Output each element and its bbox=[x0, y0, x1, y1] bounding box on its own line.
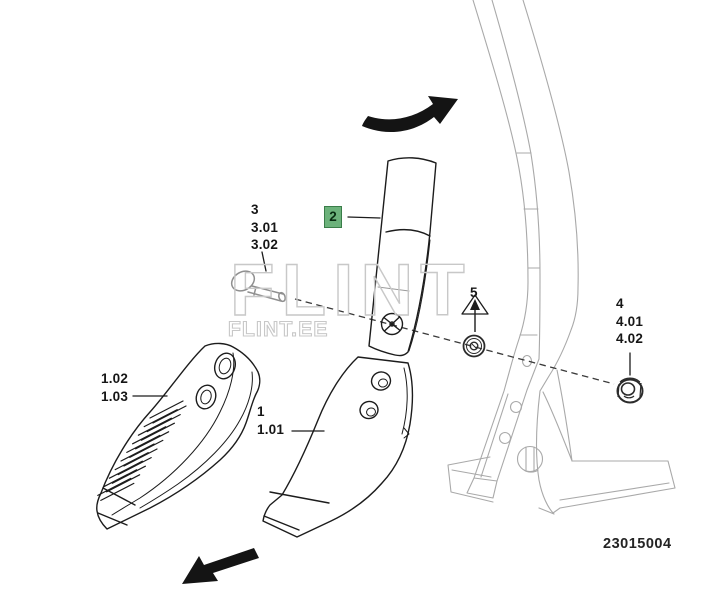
callout-line: 4.01 bbox=[616, 313, 644, 329]
sweep-left-wing bbox=[447, 456, 494, 503]
part2-carriage-bolt-head bbox=[380, 312, 404, 336]
bracket-hole-lower bbox=[498, 431, 512, 445]
machine-shank-context bbox=[447, 0, 676, 515]
part102-tip-facets bbox=[97, 487, 136, 526]
part1-tip-facets bbox=[263, 491, 330, 531]
watermark-secondary: FLINT.EE bbox=[228, 318, 329, 341]
callout-part-5: 5 bbox=[470, 284, 478, 302]
callout-line: 5 bbox=[470, 285, 478, 300]
callout-part-4-group: 4 4.01 4.02 bbox=[616, 295, 643, 348]
callout-line: 1 bbox=[257, 404, 265, 419]
sweep-neck-fold bbox=[542, 369, 573, 462]
drawing-number: 23015004 bbox=[603, 536, 672, 552]
callout-line: 1.02 bbox=[101, 371, 129, 386]
part-3-bolt bbox=[230, 270, 286, 303]
part2-divider bbox=[385, 228, 431, 237]
sweep-right-wing-inner bbox=[559, 482, 670, 501]
washer-ring bbox=[466, 338, 482, 354]
part1-hole-upper-inner bbox=[378, 378, 388, 388]
part-5-washer bbox=[462, 334, 486, 358]
part102-rib-hatching bbox=[97, 400, 187, 501]
shank-front-edge bbox=[472, 0, 529, 479]
leader-part3 bbox=[261, 251, 267, 272]
part2-bolt-center bbox=[389, 321, 395, 327]
nut-inner bbox=[620, 382, 636, 396]
part2-faint-line bbox=[377, 286, 410, 292]
callout-line: 4.02 bbox=[616, 331, 644, 346]
callout-line: 3.02 bbox=[251, 237, 279, 252]
part102-hole-lower-inner bbox=[200, 389, 212, 405]
nut-facets bbox=[617, 377, 642, 399]
callout-line: 3 bbox=[251, 202, 259, 217]
sweep-right-wing bbox=[552, 460, 676, 514]
callout-line: 1.03 bbox=[101, 388, 129, 404]
nut-outer bbox=[616, 378, 644, 404]
callout-line: 4 bbox=[616, 296, 624, 311]
sweep-tongue bbox=[535, 390, 555, 515]
shank-bolt-hole bbox=[521, 354, 533, 368]
direction-arrow-icon bbox=[182, 548, 259, 584]
bracket-hole-upper bbox=[509, 400, 523, 414]
bracket-foot bbox=[466, 477, 498, 499]
bracket-inner-edge bbox=[480, 393, 509, 478]
washer-split bbox=[470, 342, 478, 350]
pointer-arrowhead bbox=[470, 299, 480, 310]
part-1-02-quick-fit-point bbox=[96, 342, 261, 530]
callout-part-1-group: 1 1.01 bbox=[257, 403, 284, 438]
triangle-pointer-icon bbox=[461, 294, 489, 332]
leader-part2 bbox=[347, 216, 381, 219]
part2-right-inner bbox=[408, 239, 431, 352]
assembly-axis-dashed-line bbox=[294, 298, 615, 385]
part2-outline bbox=[368, 157, 437, 357]
shank-back-edge bbox=[522, 0, 579, 392]
callout-line: 3.01 bbox=[251, 219, 279, 235]
sweep-bolt-head bbox=[516, 445, 544, 473]
part102-right-inner bbox=[139, 371, 253, 509]
part102-outline bbox=[96, 342, 261, 530]
part1-outline bbox=[262, 356, 414, 538]
part102-hole-upper bbox=[213, 352, 237, 380]
sweep-bolt-detail bbox=[523, 446, 539, 473]
part-4-nut bbox=[616, 377, 644, 404]
part-1-share bbox=[262, 356, 414, 538]
part1-hole-lower bbox=[359, 400, 379, 420]
shank-segment-ties bbox=[516, 152, 541, 336]
part2-bolt-cross bbox=[383, 316, 401, 332]
part1-hole-lower-inner bbox=[366, 407, 376, 417]
part102-hole-lower bbox=[195, 384, 217, 410]
part1-hole-upper bbox=[370, 371, 392, 391]
part1-right-inner bbox=[401, 367, 408, 435]
part102-hole-upper-inner bbox=[218, 357, 232, 375]
bolt-shaft bbox=[247, 285, 284, 302]
callout-leader-lines bbox=[132, 216, 631, 432]
washer-inner bbox=[469, 341, 479, 351]
bolt-tip bbox=[278, 291, 286, 303]
callout-part-1-02-group: 1.02 1.03 bbox=[101, 370, 128, 405]
watermark-primary: FLINT bbox=[230, 250, 472, 331]
part102-ridge-line bbox=[111, 352, 235, 516]
bolt-head bbox=[230, 270, 256, 292]
shank-mid-edge bbox=[491, 0, 541, 482]
callout-line: 1.01 bbox=[257, 421, 285, 437]
callout-part-2-highlighted[interactable]: 2 bbox=[324, 206, 342, 228]
callout-part-3-group: 3 3.01 3.02 bbox=[251, 201, 278, 254]
part1-edge-notch bbox=[403, 427, 410, 439]
washer-outer bbox=[462, 334, 486, 358]
rotate-arrow-icon bbox=[362, 96, 458, 133]
part-2-extension bbox=[368, 157, 437, 357]
